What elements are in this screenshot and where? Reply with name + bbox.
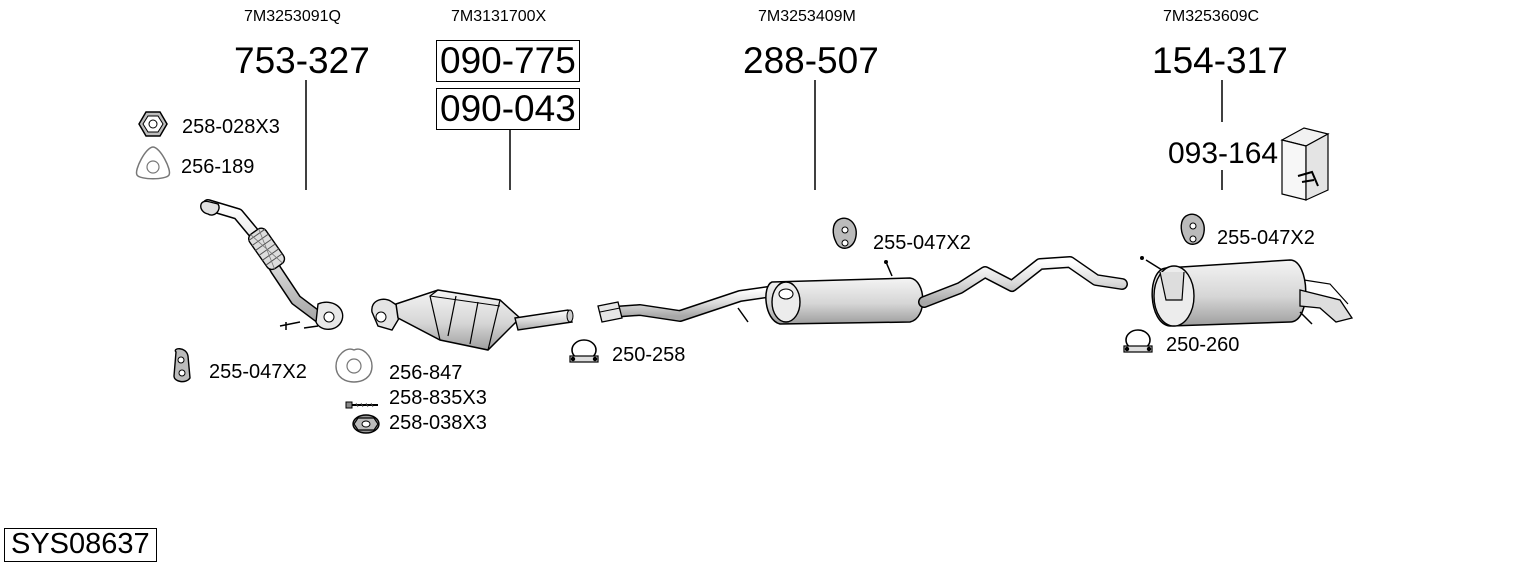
- part-number-clamp[interactable]: 250-260: [1166, 334, 1240, 356]
- oem-number-middle-silencer: 7M3253409M: [758, 8, 856, 25]
- oem-number-rear-silencer: 7M3253609C: [1163, 8, 1260, 25]
- flange-nut-icon: [352, 414, 380, 434]
- front-pipe-drawing: [200, 199, 344, 330]
- bolt-icon: [345, 401, 378, 409]
- hex-nut-icon: [138, 111, 168, 137]
- oem-number-catalyst: 7M3131700X: [451, 8, 547, 25]
- rubber-hanger-icon: [1180, 213, 1205, 245]
- system-code-label: SYS08637: [4, 528, 157, 562]
- oem-number-front-pipe: 7M3253091Q: [244, 8, 341, 25]
- catalyst-drawing: [371, 289, 574, 351]
- rear-silencer-drawing: [1140, 256, 1354, 327]
- leader-lines: [305, 80, 1223, 190]
- part-number-flange-nut[interactable]: 258-038X3: [389, 412, 487, 434]
- rubber-hanger-icon: [173, 348, 191, 383]
- pipe-clamp-icon: [1123, 329, 1153, 353]
- part-number-mounting-kit[interactable]: 093-164: [1168, 137, 1279, 170]
- part-number-rubber-hanger[interactable]: 255-047X2: [209, 361, 307, 383]
- part-number-middle-silencer[interactable]: 288-507: [743, 40, 879, 81]
- flange-gasket-icon: [335, 348, 373, 383]
- part-number-gasket-catalyst[interactable]: 256-847: [389, 362, 463, 384]
- part-number-bolt[interactable]: 258-835X3: [389, 387, 487, 409]
- part-number-nut[interactable]: 258-028X3: [182, 116, 280, 138]
- part-number-clamp[interactable]: 250-258: [612, 344, 686, 366]
- middle-silencer-drawing: [597, 256, 1128, 325]
- part-number-rear-silencer[interactable]: 154-317: [1152, 40, 1288, 81]
- flange-gasket-icon: [135, 146, 171, 180]
- part-number-rubber-hanger[interactable]: 255-047X2: [1217, 227, 1315, 249]
- mounting-kit-box-icon: [1280, 127, 1330, 201]
- part-number-rubber-hanger[interactable]: 255-047X2: [873, 232, 971, 254]
- part-number-catalyst-b[interactable]: 090-043: [436, 88, 580, 130]
- part-number-catalyst-a[interactable]: 090-775: [436, 40, 580, 82]
- rubber-hanger-icon: [832, 217, 857, 249]
- pipe-clamp-icon: [569, 339, 599, 363]
- part-number-front-pipe[interactable]: 753-327: [234, 40, 370, 81]
- part-number-gasket[interactable]: 256-189: [181, 156, 255, 178]
